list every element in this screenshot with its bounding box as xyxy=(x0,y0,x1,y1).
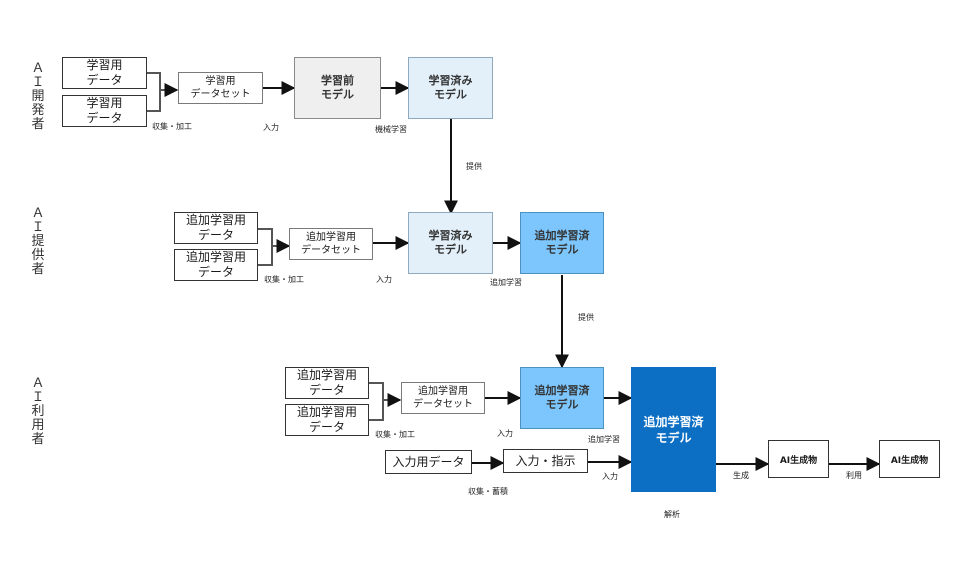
dev-data-box-1: 学習用 データ xyxy=(62,57,147,89)
prov-trained-model-box: 学習済み モデル xyxy=(408,212,493,274)
instruction-box: 入力・指示 xyxy=(503,449,588,473)
user-input-label-2: 入力 xyxy=(602,472,618,481)
dev-data-box-2: 学習用 データ xyxy=(62,95,147,127)
lane-label-user: ＡＩ利用者 xyxy=(31,376,45,447)
dev-collect-label: 収集・加工 xyxy=(152,122,192,131)
collect-store-label: 収集・蓄積 xyxy=(468,487,508,496)
prov-collect-label: 収集・加工 xyxy=(264,275,304,284)
use-label: 利用 xyxy=(846,471,862,480)
dev-untrained-model-box: 学習前 モデル xyxy=(294,57,381,119)
user-additional-training-label: 追加学習 xyxy=(588,435,620,444)
dev-input-label: 入力 xyxy=(263,123,279,132)
prov-provide-label: 提供 xyxy=(578,313,594,322)
user-collect-label: 収集・加工 xyxy=(375,430,415,439)
prov-input-label: 入力 xyxy=(376,275,392,284)
prov-data-box-2: 追加学習用 データ xyxy=(174,249,258,281)
user-dataset-box: 追加学習用 データセット xyxy=(401,382,485,414)
dev-dataset-box: 学習用 データセット xyxy=(178,72,263,104)
ai-output-box-1: AI生成物 xyxy=(768,440,829,478)
lane-label-provider: ＡＩ提供者 xyxy=(31,206,45,277)
user-finetuned-model-box: 追加学習済 モデル xyxy=(520,367,604,429)
dev-train-label: 機械学習 xyxy=(375,125,407,134)
user-data-box-2: 追加学習用 データ xyxy=(285,404,369,436)
prov-finetuned-model-box: 追加学習済 モデル xyxy=(520,212,604,274)
user-data-box-1: 追加学習用 データ xyxy=(285,367,369,399)
dev-provide-label: 提供 xyxy=(466,162,482,171)
dev-merge-connector xyxy=(147,72,161,112)
dev-trained-model-box: 学習済み モデル xyxy=(408,57,493,119)
user-merge-connector xyxy=(369,382,384,421)
prov-additional-training-label: 追加学習 xyxy=(490,278,522,287)
final-model-box: 追加学習済 モデル xyxy=(631,367,716,492)
prov-dataset-box: 追加学習用 データセット xyxy=(289,228,373,260)
prov-data-box-1: 追加学習用 データ xyxy=(174,212,258,244)
input-data-box: 入力用データ xyxy=(385,450,472,474)
generate-label: 生成 xyxy=(733,471,749,480)
lane-label-developer: ＡＩ開発者 xyxy=(31,61,45,132)
ai-output-box-2: AI生成物 xyxy=(879,440,940,478)
prov-merge-connector xyxy=(258,228,273,266)
analysis-label: 解析 xyxy=(664,510,680,519)
user-input-label: 入力 xyxy=(497,429,513,438)
